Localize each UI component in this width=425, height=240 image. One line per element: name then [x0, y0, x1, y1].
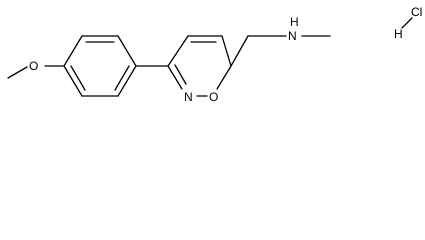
ring-bond [221, 35, 232, 67]
atom-n-amine: N [288, 29, 297, 43]
ring-bond [63, 65, 83, 97]
atom-o-methoxy: O [29, 59, 38, 73]
atom-o-ring: O [209, 90, 218, 104]
isoxazole-ring [167, 35, 232, 97]
ring-bond [167, 65, 183, 90]
ring-bond [117, 35, 137, 67]
ring-bond [63, 35, 83, 67]
benzene-ring [63, 35, 137, 97]
atom-h-amine: H [290, 15, 299, 29]
ring-double-bond [114, 65, 130, 91]
ring-bond [167, 35, 189, 67]
ring-bond [117, 65, 137, 97]
ring-double-bond [70, 65, 86, 91]
bond-ring-ch2 [230, 35, 249, 67]
ring-double-bond [174, 64, 187, 85]
atom-cl: Cl [411, 5, 422, 19]
bond-h-cl [401, 17, 413, 29]
chemical-structure: O N O N H Cl H [7, 5, 422, 104]
ring-bond [216, 65, 232, 90]
atom-n-ring: N [184, 90, 193, 104]
bond-methyl-o [7, 66, 28, 79]
atom-h-hcl: H [394, 27, 403, 41]
